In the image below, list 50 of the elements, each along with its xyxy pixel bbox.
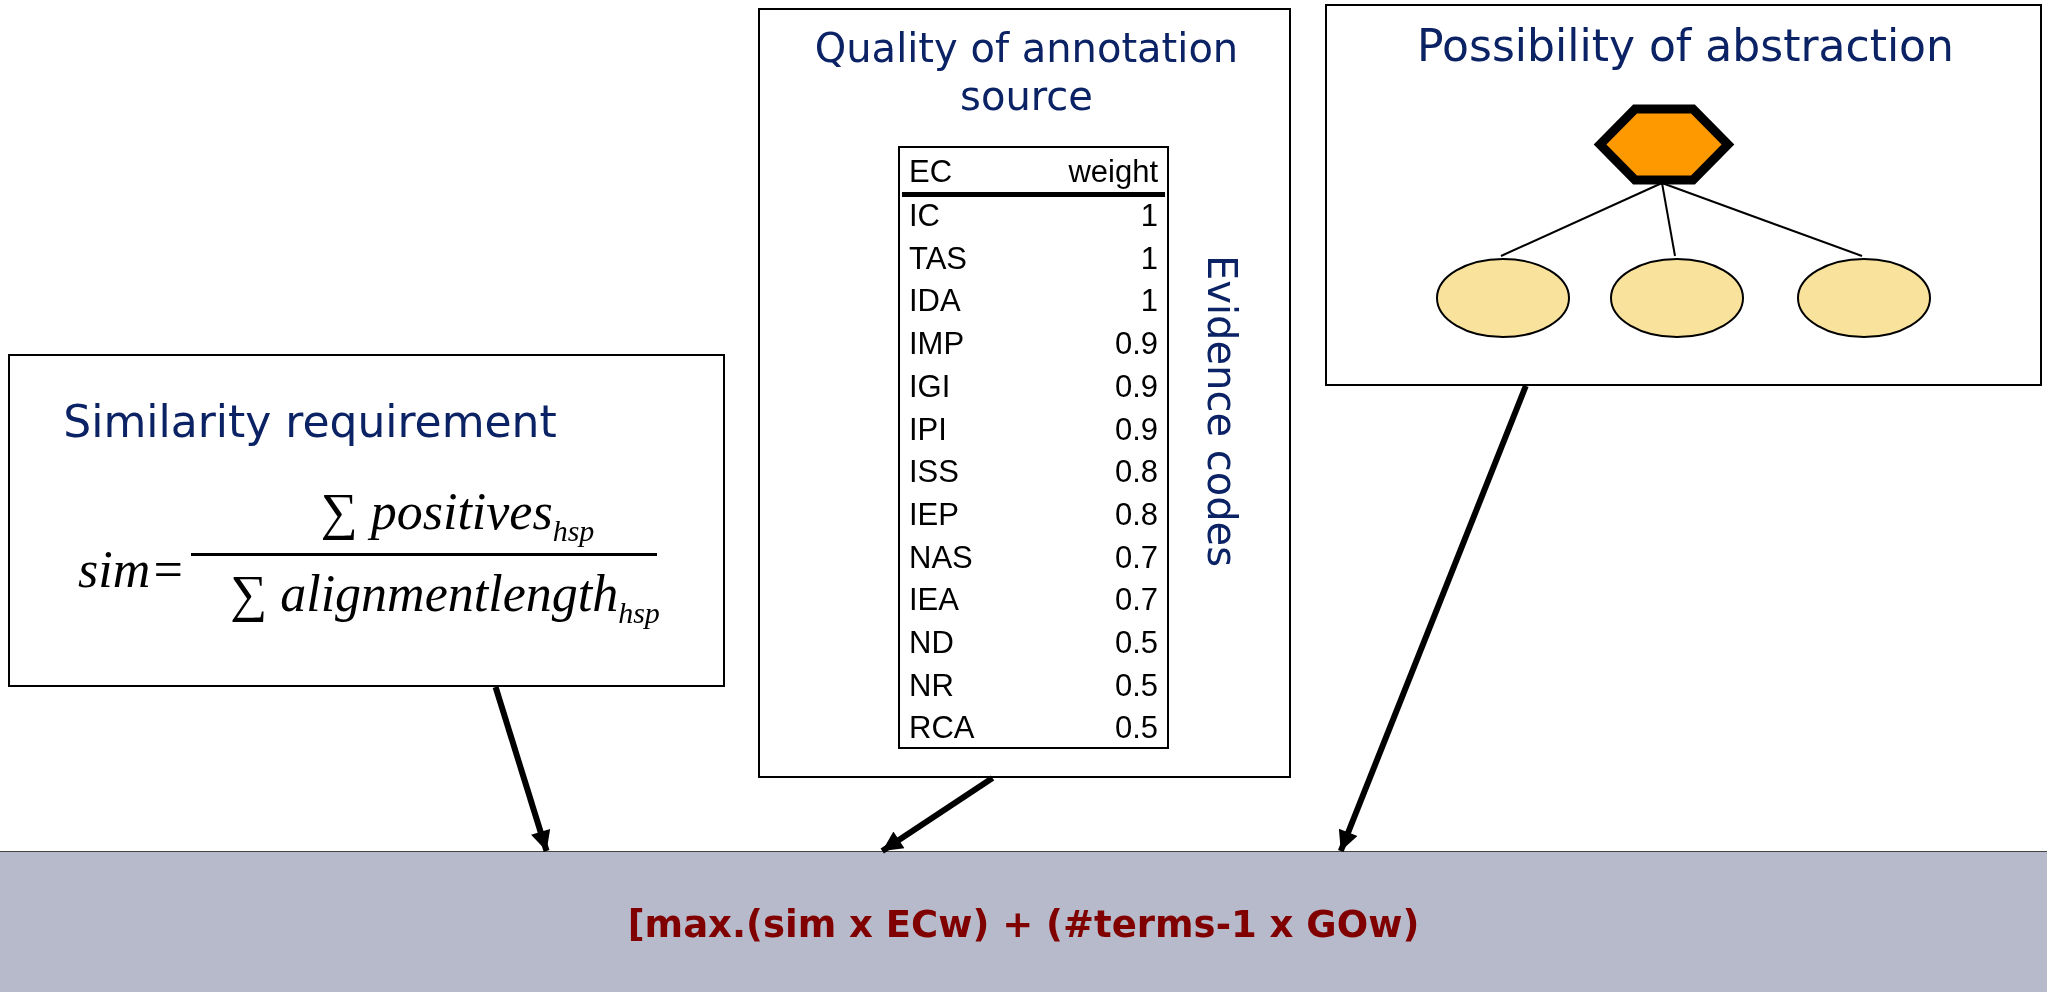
- tree-line: [1500, 182, 1663, 257]
- ellipse-shape: [1797, 258, 1931, 338]
- table-cell: 0.8: [1114, 456, 1158, 488]
- formula-numerator: ∑ positives$_{hsp}$: [319, 486, 596, 546]
- ellipse-shape: [1436, 258, 1570, 338]
- table-cell: IC: [909, 200, 940, 231]
- table-cell: IMP: [909, 328, 965, 360]
- vertical-label: Evidence codes: [1198, 255, 1246, 568]
- formula-denominator: ∑ alignmentlength$_{hsp}$: [229, 568, 661, 628]
- table-cell: 0.7: [1114, 541, 1158, 573]
- panel-title: Similarity requirement: [62, 396, 558, 449]
- formula-lhs: sim=: [78, 544, 186, 596]
- table-cell: 0.5: [1114, 712, 1158, 744]
- table-cell: IEA: [909, 584, 959, 616]
- table-cell: 0.5: [1114, 669, 1158, 701]
- column-header: EC: [909, 156, 953, 187]
- table-cell: 1: [1140, 242, 1158, 274]
- table-cell: NAS: [909, 541, 973, 573]
- table-cell: 1: [1140, 200, 1158, 231]
- table-cell: IPI: [909, 413, 947, 445]
- table-cell: 0.5: [1114, 627, 1158, 658]
- table-cell: ND: [909, 627, 954, 658]
- panel-title: Quality of annotation source: [813, 24, 1240, 120]
- arrow: [1338, 384, 1529, 853]
- arrow: [880, 775, 995, 854]
- table-cell: IEP: [909, 498, 959, 530]
- panel-box: [1325, 4, 2042, 386]
- table-cell: ISS: [909, 456, 959, 488]
- ellipse-shape: [1610, 258, 1744, 338]
- table-cell: 0.7: [1114, 584, 1158, 616]
- table-cell: IGI: [909, 370, 951, 402]
- hexagon-shape: [1595, 104, 1733, 185]
- tree-line: [1661, 182, 1863, 257]
- table-cell: TAS: [909, 242, 967, 274]
- table-cell: IDA: [909, 285, 961, 317]
- table-cell: NR: [909, 669, 954, 701]
- score-formula: [max.(sim x ECw) + (#terms-1 x GOw): [626, 905, 1421, 946]
- result-bar: [0, 851, 2047, 992]
- table-cell: 1: [1140, 285, 1158, 317]
- tree-line: [1661, 182, 1676, 257]
- table-cell: RCA: [909, 712, 975, 744]
- table-cell: 0.9: [1114, 328, 1158, 360]
- panel-box: [8, 354, 725, 687]
- arrow: [492, 686, 551, 852]
- panel-box: [758, 8, 1291, 778]
- column-header: weight: [1068, 156, 1158, 187]
- table-cell: 0.9: [1114, 370, 1158, 402]
- table-cell: 0.8: [1114, 498, 1158, 530]
- panel-title: Possibility of abstraction: [1416, 20, 1955, 73]
- table-cell: 0.9: [1114, 413, 1158, 445]
